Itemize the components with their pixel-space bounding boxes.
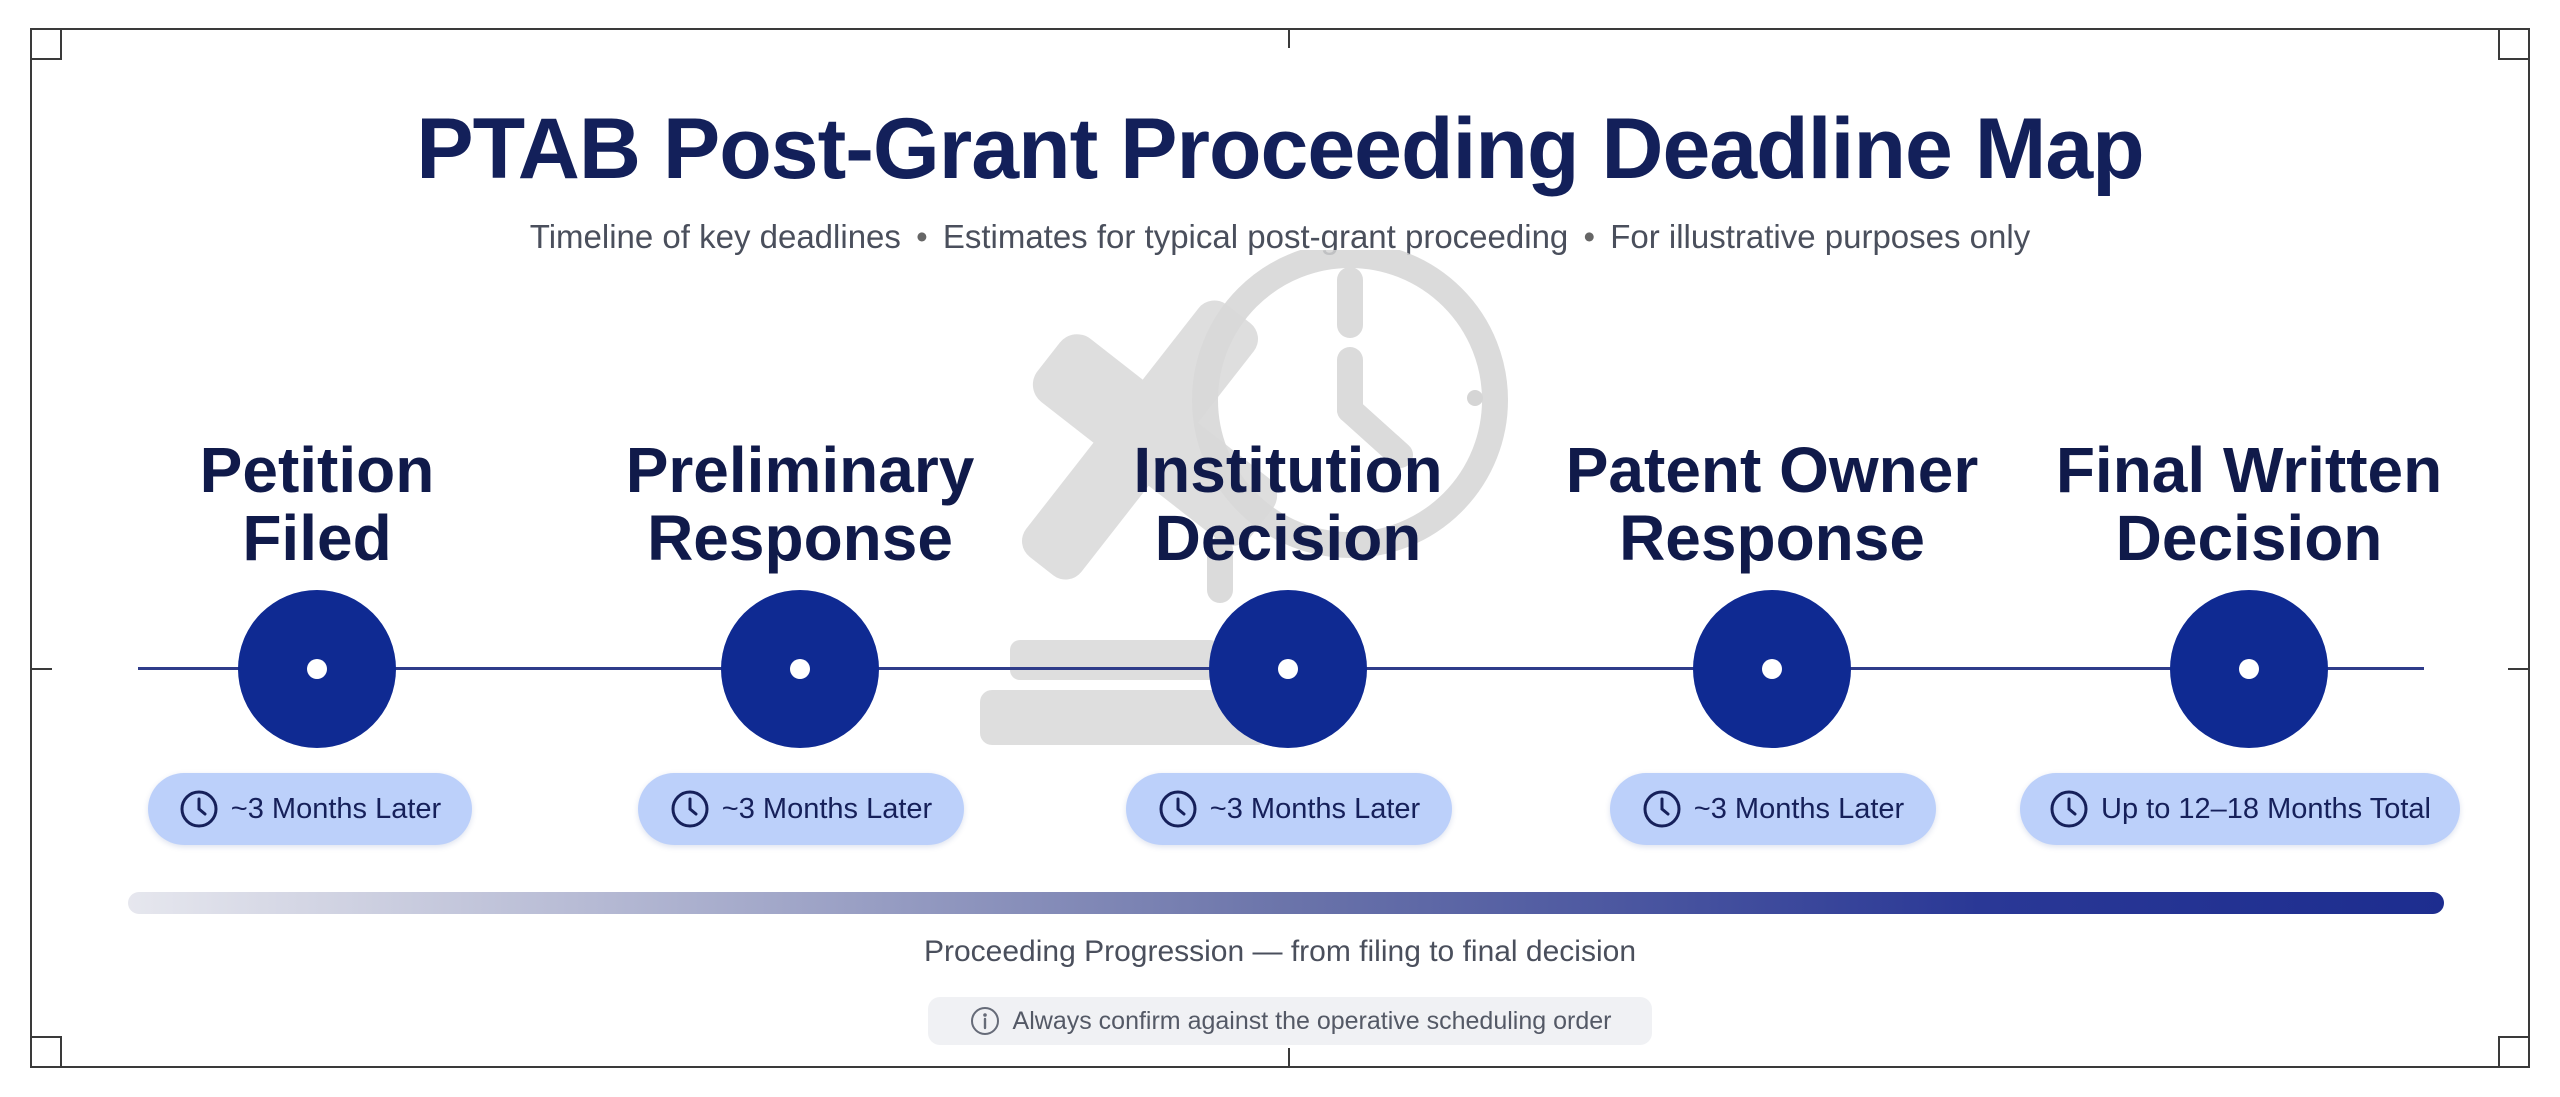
milestone-node-dot (1762, 659, 1782, 679)
interval-pill: ~3 Months Later (1610, 773, 1936, 845)
clock-icon (1643, 790, 1681, 828)
milestone-title: Preliminary Response (570, 436, 1030, 572)
interval-label: Up to 12–18 Months Total (2101, 792, 2431, 825)
clock-icon (180, 790, 218, 828)
interval-pill: ~3 Months Later (148, 773, 472, 845)
milestone-node-dot (790, 659, 810, 679)
milestone-title-line: Petition (199, 434, 435, 506)
milestone-title-line: Response (647, 502, 953, 574)
frame-tick (2508, 668, 2530, 670)
milestone-title-line: Decision (2115, 502, 2383, 574)
diagram-frame (30, 28, 2530, 1068)
frame-tick (30, 1036, 60, 1038)
frame-tick (2498, 28, 2500, 60)
milestone-title-line: Response (1619, 502, 1925, 574)
subtitle-part: For illustrative purposes only (1610, 218, 2031, 255)
milestone-title: Institution Decision (1058, 436, 1518, 572)
frame-tick (1288, 28, 1290, 48)
subtitle-separator: • (1583, 218, 1596, 255)
interval-pill: ~3 Months Later (1126, 773, 1452, 845)
milestone-title: Patent Owner Response (1542, 436, 2002, 572)
milestone-title-line: Preliminary (625, 434, 975, 506)
frame-tick (60, 28, 62, 60)
milestone-title-line: Decision (1154, 502, 1422, 574)
progression-bar (128, 892, 2444, 914)
milestone-title-line: Institution (1133, 434, 1443, 506)
frame-tick (60, 1036, 62, 1068)
milestone-node-dot (1278, 659, 1298, 679)
subtitle-part: Timeline of key deadlines (529, 218, 901, 255)
interval-label: ~3 Months Later (230, 792, 442, 825)
clock-icon (671, 790, 709, 828)
milestone-title-line: Final Written (2055, 434, 2443, 506)
frame-tick (1288, 1048, 1290, 1068)
milestone-node (1693, 590, 1851, 748)
milestone-title: Petition Filed (87, 436, 547, 572)
clock-icon (1159, 790, 1197, 828)
info-icon (970, 1007, 999, 1035)
milestone-node (721, 590, 879, 748)
note-text: Always confirm against the operative sch… (1012, 1006, 1612, 1035)
diagram-title: PTAB Post-Grant Proceeding Deadline Map (416, 101, 2144, 197)
interval-pill: Up to 12–18 Months Total (2020, 773, 2460, 845)
subtitle-part: Estimates for typical post-grant proceed… (942, 218, 1569, 255)
milestone-title-line: Patent Owner (1565, 434, 1979, 506)
milestone-node (238, 590, 396, 748)
milestone-node-dot (307, 659, 327, 679)
frame-tick (30, 668, 52, 670)
confirmation-note: Always confirm against the operative sch… (928, 997, 1652, 1045)
milestone-title: Final Written Decision (2019, 436, 2479, 572)
diagram-subtitle: Timeline of key deadlines • Estimates fo… (0, 218, 2560, 256)
interval-pill: ~3 Months Later (638, 773, 964, 845)
progression-caption: Proceeding Progression — from filing to … (923, 935, 1637, 968)
milestone-node (2170, 590, 2328, 748)
interval-label: ~3 Months Later (1209, 792, 1421, 825)
frame-tick (2500, 1036, 2530, 1038)
clock-icon (2050, 790, 2088, 828)
interval-label: ~3 Months Later (1693, 792, 1905, 825)
subtitle-separator: • (916, 218, 928, 255)
milestone-title-line: Filed (242, 502, 392, 574)
milestone-node-dot (2239, 659, 2259, 679)
gavel-magnifier-icon (960, 242, 1560, 775)
frame-tick (2500, 58, 2530, 60)
milestone-node (1209, 590, 1367, 748)
frame-tick (30, 58, 60, 60)
frame-tick (2498, 1036, 2500, 1068)
interval-label: ~3 Months Later (721, 792, 933, 825)
